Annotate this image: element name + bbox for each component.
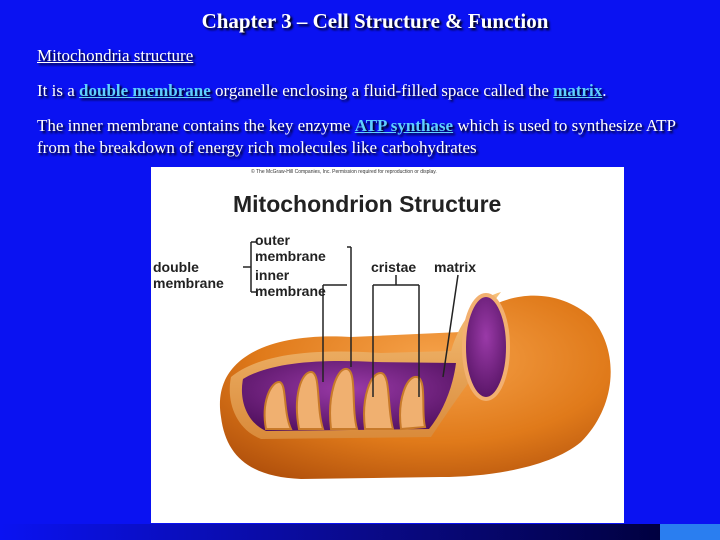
- footer-accent-box: [660, 524, 720, 540]
- highlight-matrix: matrix: [553, 81, 602, 100]
- para1-text-mid: organelle enclosing a fluid-filled space…: [211, 81, 553, 100]
- label-outer-membrane: membrane: [255, 248, 326, 264]
- section-subtitle: Mitochondria structure: [37, 45, 193, 67]
- para2-text-pre: The inner membrane contains the key enzy…: [37, 116, 355, 135]
- figure-credit: © The McGraw-Hill Companies, Inc. Permis…: [251, 168, 437, 175]
- slide-title: Chapter 3 – Cell Structure & Function: [0, 9, 720, 34]
- para1-text-pre: It is a: [37, 81, 79, 100]
- label-inner: inner: [255, 267, 290, 283]
- label-double: double: [153, 259, 199, 275]
- paragraph-atp-synthase: The inner membrane contains the key enzy…: [37, 115, 697, 159]
- label-matrix: matrix: [434, 259, 476, 275]
- figure-labels: double membrane outer membrane inner mem…: [153, 232, 476, 299]
- label-outer: outer: [255, 232, 291, 248]
- end-cap-matrix: [464, 295, 508, 399]
- label-cristae: cristae: [371, 259, 416, 275]
- mitochondrion-figure: © The McGraw-Hill Companies, Inc. Permis…: [151, 167, 624, 523]
- label-inner-membrane: membrane: [255, 283, 326, 299]
- highlight-atp-synthase: ATP synthase: [355, 116, 453, 135]
- label-double-membrane: membrane: [153, 275, 224, 291]
- footer-gradient: [0, 524, 660, 540]
- footer-bar: [0, 524, 720, 540]
- para1-text-post: .: [602, 81, 606, 100]
- paragraph-double-membrane: It is a double membrane organelle enclos…: [37, 80, 607, 102]
- figure-title: Mitochondrion Structure: [233, 191, 501, 217]
- highlight-double-membrane: double membrane: [79, 81, 211, 100]
- mitochondrion-diagram: © The McGraw-Hill Companies, Inc. Permis…: [151, 167, 624, 523]
